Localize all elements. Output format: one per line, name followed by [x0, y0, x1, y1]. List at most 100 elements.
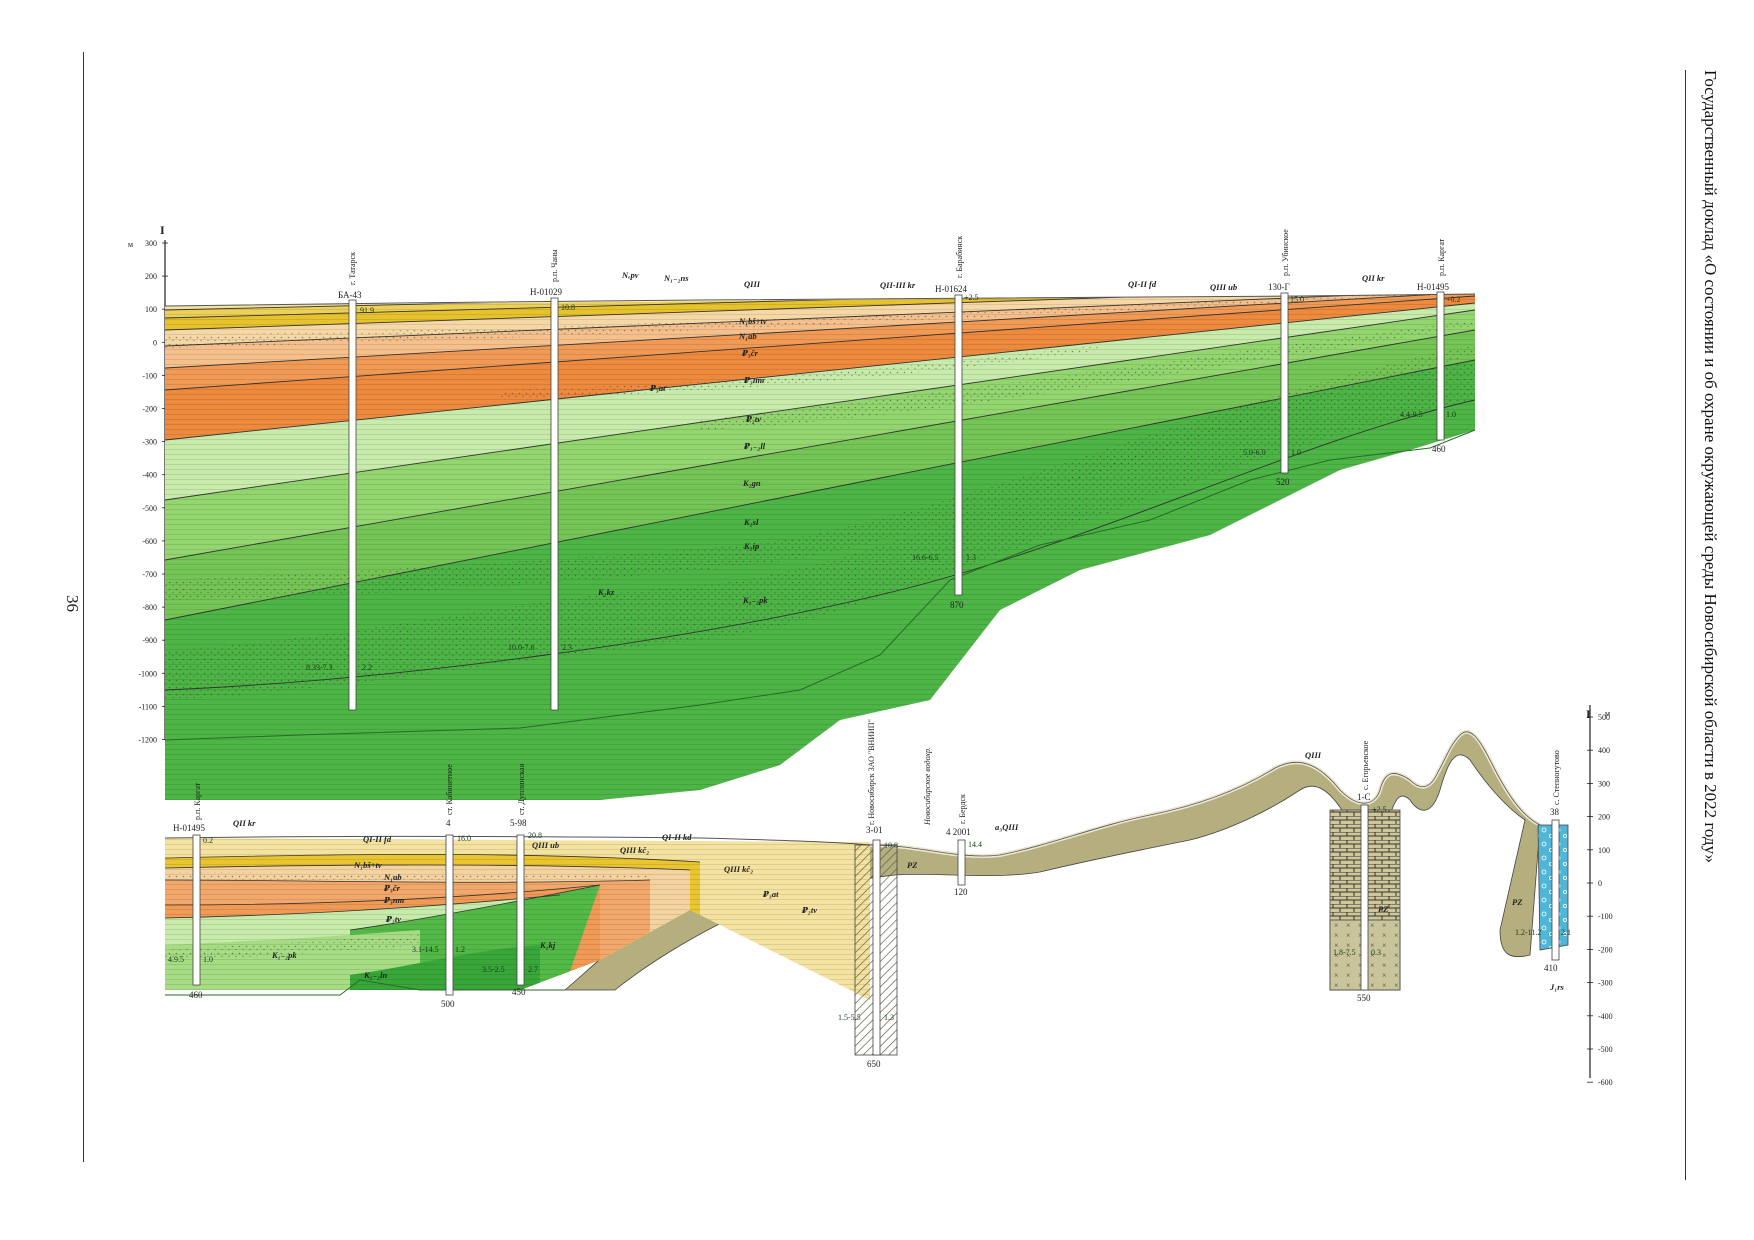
svg-text:г. Бердск: г. Бердск [958, 794, 967, 824]
lower-axis-tick-label: 0 [1598, 879, 1602, 888]
svg-text:N₁₋₂ns: N₁₋₂ns [663, 273, 689, 283]
svg-text:460: 460 [1432, 444, 1446, 454]
svg-text:с. Егорьевское: с. Егорьевское [1361, 740, 1370, 790]
lower-axis-tick-label: -300 [1598, 979, 1613, 988]
svg-text:16.6-6.5: 16.6-6.5 [912, 553, 939, 562]
svg-text:1.3: 1.3 [884, 1013, 894, 1022]
svg-text:N₁ab: N₁ab [738, 331, 757, 341]
well-n01029: Н-01029 р.п. Чаны 10.8 10.0-7.6 2.3 [508, 249, 575, 711]
reservoir-label: Новосибирское водохр. [923, 747, 932, 826]
svg-text:450: 450 [512, 987, 526, 997]
svg-text:PZ: PZ [1512, 897, 1522, 907]
svg-text:I: I [1586, 707, 1591, 721]
upper-axis-unit: м [128, 240, 133, 249]
svg-text:₽₁₋₂ll: ₽₁₋₂ll [743, 441, 766, 451]
svg-text:QII kr: QII kr [1362, 273, 1385, 283]
upper-axis-tick-label: -1200 [138, 736, 157, 745]
upper-axis-tick-label: -800 [142, 603, 157, 612]
svg-text:₽₃čr: ₽₃čr [383, 883, 401, 893]
svg-text:Nₑpv: Nₑpv [621, 270, 639, 280]
well-4-lower: 4 ст. Кабинетное 16.0 3.1-14.5 1.2 500 [412, 764, 471, 1009]
svg-text:2.3: 2.3 [562, 643, 572, 652]
svg-text:Н-01495: Н-01495 [173, 823, 205, 833]
svg-text:4: 4 [446, 818, 451, 828]
svg-text:550: 550 [1357, 993, 1371, 1003]
upper-axis-tick-label: -200 [142, 405, 157, 414]
svg-text:J₁rs: J₁rs [1549, 982, 1565, 992]
svg-text:460: 460 [189, 990, 203, 1000]
upper-axis-tick-label: -900 [142, 636, 157, 645]
svg-text:QI-II kd: QI-II kd [662, 832, 692, 842]
svg-text:K₂kz: K₂kz [597, 587, 615, 597]
well-n01495: Н-01495 р.п. Каргат +0.2 4.4-9.5 1.0 460 [1400, 238, 1461, 454]
svg-text:р.п. Убинское: р.п. Убинское [1281, 229, 1290, 276]
lower-strata-labels: QII kr QI-II fd QIII ub QIII kč₂ QI-II k… [233, 750, 1565, 992]
svg-text:QIII: QIII [744, 279, 761, 289]
svg-text:₽₂tv: ₽₂tv [385, 914, 401, 924]
svg-text:ст. Дуплинская: ст. Дуплинская [517, 763, 526, 815]
well-1c-lower: 1-С с. Егорьевское +2.5 1.8-7.5 0.3 550 [1329, 740, 1401, 1003]
svg-text:+2.5: +2.5 [1372, 805, 1387, 814]
svg-text:500: 500 [441, 999, 455, 1009]
well-38-lower: 38 с. Степногутово 1.2-11.2 2.1 410 [1515, 750, 1571, 973]
svg-text:1.2-11.2: 1.2-11.2 [1515, 928, 1541, 937]
lower-axis-tick-label: -500 [1598, 1045, 1613, 1054]
running-title: Государственный доклад «О состоянии и об… [1701, 70, 1720, 863]
svg-text:K₂sl: K₂sl [743, 517, 759, 527]
svg-text:р.п. Чаны: р.п. Чаны [550, 249, 559, 282]
upper-axis-tick-label: -500 [142, 504, 157, 513]
svg-text:₽₃at: ₽₃at [649, 383, 666, 393]
upper-axis-tick-label: 200 [145, 272, 157, 281]
svg-text:м: м [1605, 709, 1610, 718]
svg-text:5.0-6.0: 5.0-6.0 [1243, 448, 1266, 457]
upper-axis-tick-label: -700 [142, 570, 157, 579]
svg-text:N₁bš+tv: N₁bš+tv [738, 316, 767, 326]
svg-text:БА-43: БА-43 [338, 290, 362, 300]
upper-axis-tick-label: -400 [142, 471, 157, 480]
left-margin-line [83, 52, 84, 1162]
svg-text:г. Барабинск: г. Барабинск [955, 236, 964, 278]
lower-axis-tick-label: 400 [1598, 746, 1610, 755]
svg-text:ст. Кабинетное: ст. Кабинетное [445, 764, 454, 815]
svg-text:1.0: 1.0 [1446, 410, 1456, 419]
svg-text:1.5-5.5: 1.5-5.5 [838, 1013, 861, 1022]
svg-text:3-01: 3-01 [866, 825, 883, 835]
svg-text:N₁ab: N₁ab [383, 872, 402, 882]
svg-text:130-Г: 130-Г [1268, 282, 1290, 292]
svg-text:1.0: 1.0 [203, 955, 213, 964]
svg-text:QIII kč₂: QIII kč₂ [620, 845, 649, 855]
svg-text:р.п. Каргат: р.п. Каргат [193, 782, 202, 820]
svg-text:QI-II fd: QI-II fd [363, 834, 392, 844]
svg-text:1.8-7.5: 1.8-7.5 [1333, 948, 1356, 957]
upper-axis-tick-label: -300 [142, 438, 157, 447]
upper-axis-tick-label: 300 [145, 239, 157, 248]
svg-text:₽₃čr: ₽₃čr [741, 348, 759, 358]
svg-text:K₂gn: K₂gn [742, 478, 761, 488]
svg-text:2.2: 2.2 [362, 663, 372, 672]
lower-axis-tick-label: -400 [1598, 1012, 1613, 1021]
svg-text:16.0: 16.0 [457, 834, 471, 843]
svg-text:1.3: 1.3 [966, 553, 976, 562]
svg-text:K₁₋₂ln: K₁₋₂ln [363, 970, 387, 980]
well-598-lower: 5-98 ст. Дуплинская 20.8 3.5-2.5 2.7 450 [482, 763, 542, 997]
svg-text:2.1: 2.1 [1561, 928, 1571, 937]
svg-text:1-С: 1-С [1357, 792, 1371, 802]
svg-text:38: 38 [1550, 807, 1560, 817]
upper-axis-tick-label: -600 [142, 537, 157, 546]
page-number: 36 [63, 595, 82, 612]
svg-text:₽₃at: ₽₃at [762, 889, 779, 899]
svg-text:Н-01029: Н-01029 [530, 287, 562, 297]
svg-text:650: 650 [867, 1059, 881, 1069]
svg-text:г. Новосибирск ЗАО "ВНИИП": г. Новосибирск ЗАО "ВНИИП" [867, 719, 876, 825]
well-n01624: Н-01624 г. Барабинск +2.5 16.6-6.5 1.3 8… [912, 236, 979, 610]
lower-axis-tick-label: 300 [1598, 779, 1610, 788]
svg-text:120: 120 [954, 887, 968, 897]
svg-text:4.9.5: 4.9.5 [168, 955, 184, 964]
upper-axis-tick-label: -1000 [138, 669, 157, 678]
svg-text:K₁kj: K₁kj [539, 940, 556, 950]
right-margin-line [1685, 70, 1686, 1180]
svg-text:QIII ub: QIII ub [532, 840, 559, 850]
svg-text:г. Татарск: г. Татарск [348, 252, 357, 285]
svg-text:₽₂tv: ₽₂tv [801, 905, 817, 915]
